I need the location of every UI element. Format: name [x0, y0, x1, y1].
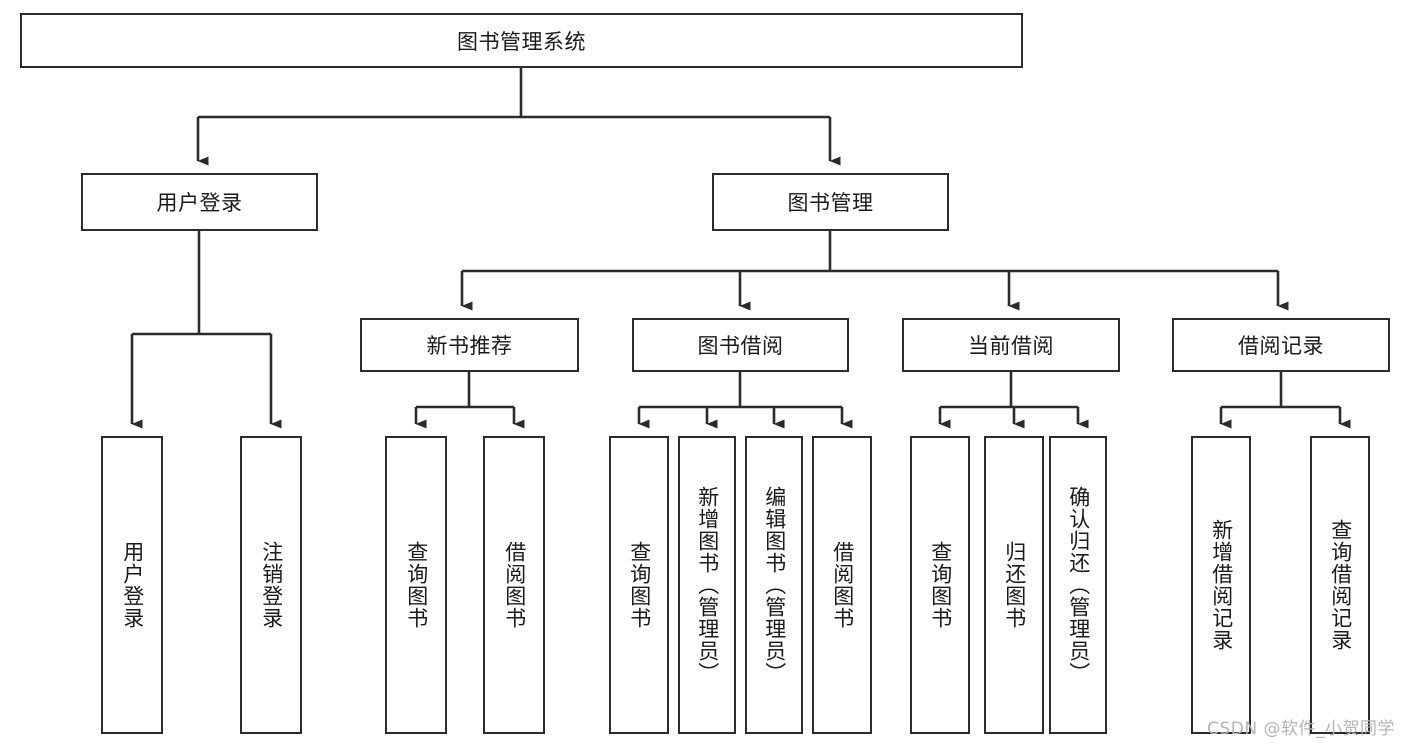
node-label: 借阅图书 [502, 541, 527, 629]
leaf-node-新增借阅记录[interactable]: 新增借阅记录 [1191, 436, 1251, 734]
level3-node-借阅记录[interactable]: 借阅记录 [1172, 318, 1390, 372]
node-label: 图书管理 [787, 191, 874, 215]
watermark: CSDN @软件_小贺同学 [1207, 719, 1395, 739]
node-label: 图书管理系统 [457, 29, 586, 54]
leaf-node-编辑图书管理员[interactable]: 编辑图书（管理员） [745, 436, 803, 734]
leaf-node-借阅图书[interactable]: 借阅图书 [483, 436, 545, 734]
level2-node-用户登录[interactable]: 用户登录 [81, 173, 318, 231]
leaf-node-查询图书[interactable]: 查询图书 [910, 436, 970, 734]
leaf-node-查询借阅记录[interactable]: 查询借阅记录 [1310, 436, 1370, 734]
leaf-node-归还图书[interactable]: 归还图书 [984, 436, 1044, 734]
root-node-图书管理系统[interactable]: 图书管理系统 [20, 13, 1023, 68]
node-label: 归还图书 [1002, 541, 1027, 629]
node-label: 查询图书 [627, 541, 652, 629]
level3-node-图书借阅[interactable]: 图书借阅 [632, 318, 849, 372]
level2-node-图书管理[interactable]: 图书管理 [712, 173, 949, 231]
leaf-node-借阅图书[interactable]: 借阅图书 [812, 436, 872, 734]
node-label: 图书借阅 [697, 334, 784, 358]
leaf-node-注销登录[interactable]: 注销登录 [240, 436, 302, 734]
leaf-node-查询图书[interactable]: 查询图书 [385, 436, 447, 734]
leaf-node-查询图书[interactable]: 查询图书 [609, 436, 669, 734]
leaf-node-确认归还管理员[interactable]: 确认归还（管理员） [1049, 436, 1107, 734]
node-label: 借阅记录 [1238, 334, 1324, 358]
node-label: 确认归还（管理员） [1066, 486, 1091, 684]
node-label: 查询图书 [928, 541, 953, 629]
node-label: 用户登录 [156, 191, 243, 215]
node-label: 编辑图书（管理员） [762, 486, 787, 684]
leaf-node-用户登录[interactable]: 用户登录 [101, 436, 163, 734]
node-label: 借阅图书 [830, 541, 855, 629]
node-label: 查询图书 [404, 541, 429, 629]
node-label: 新书推荐 [426, 334, 513, 358]
node-label: 新增借阅记录 [1209, 519, 1234, 651]
node-label: 注销登录 [259, 541, 284, 629]
node-label: 查询借阅记录 [1328, 519, 1353, 651]
node-label: 用户登录 [120, 541, 145, 629]
node-label: 当前借阅 [968, 334, 1054, 358]
leaf-node-新增图书管理员[interactable]: 新增图书（管理员） [678, 436, 736, 734]
level3-node-当前借阅[interactable]: 当前借阅 [902, 318, 1120, 372]
node-label: 新增图书（管理员） [695, 486, 720, 684]
level3-node-新书推荐[interactable]: 新书推荐 [360, 318, 579, 372]
